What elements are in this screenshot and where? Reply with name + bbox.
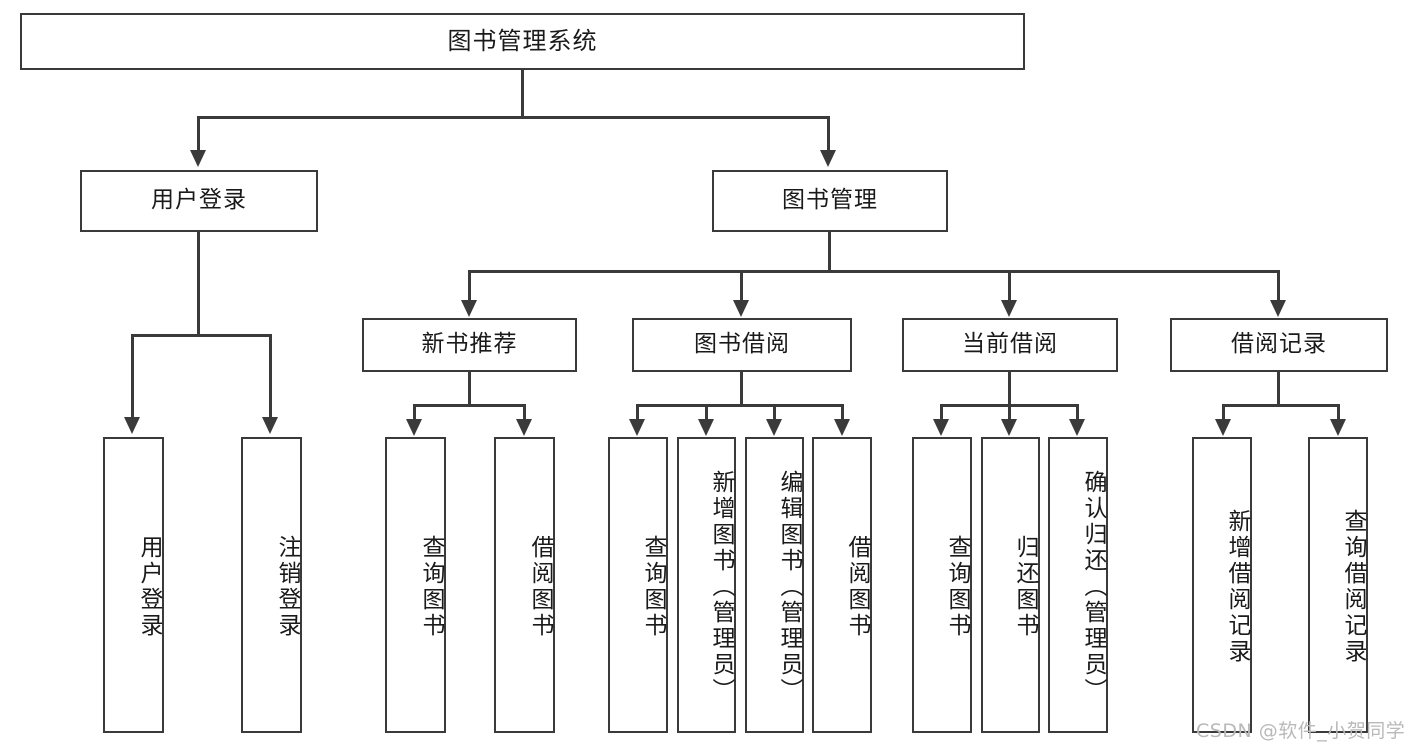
arrowhead-bb-edit	[766, 419, 782, 436]
arrowhead-book-borrow	[733, 300, 749, 317]
connector-drop-cb-query	[940, 404, 943, 422]
node-book-borrow[interactable]: 图书借阅	[632, 318, 852, 372]
arrowhead-leaf-logout	[262, 417, 278, 434]
node-borrow-record[interactable]: 借阅记录	[1170, 318, 1388, 372]
arrowhead-leaf-user-login	[124, 417, 140, 434]
arrowhead-br-query	[1330, 419, 1346, 436]
node-label: 新增图书（管理员）	[708, 470, 734, 704]
connector-book-manage-stem	[828, 232, 831, 272]
connector-drop-bb-query	[636, 404, 639, 422]
connector-drop-nb-query	[413, 404, 416, 422]
node-label: 图书管理	[782, 187, 878, 214]
connector-bb-stem	[740, 372, 743, 406]
connector-drop-leaf-user-login	[131, 334, 134, 419]
connector-drop-cb-return	[1008, 404, 1011, 422]
connector-drop-borrow-record	[1277, 270, 1280, 303]
leaf-logout[interactable]: 注销登录	[241, 437, 302, 733]
node-label: 图书管理系统	[447, 27, 598, 56]
node-label: 归还图书	[1012, 535, 1038, 639]
connector-root-stem	[521, 70, 524, 118]
arrowhead-nb-borrow	[516, 419, 532, 436]
leaf-bb-query-book[interactable]: 查询图书	[608, 437, 668, 733]
node-label: 查询图书	[418, 535, 444, 639]
node-book-management[interactable]: 图书管理	[712, 170, 948, 232]
node-root-system[interactable]: 图书管理系统	[20, 13, 1025, 70]
arrowhead-bb-borrow	[834, 419, 850, 436]
leaf-br-add-record[interactable]: 新增借阅记录	[1192, 437, 1252, 733]
arrowhead-cb-query	[933, 419, 949, 436]
connector-drop-new-book	[468, 270, 471, 303]
connector-drop-book-borrow	[740, 270, 743, 303]
connector-user-login-stem	[197, 232, 200, 336]
connector-drop-bb-borrow	[841, 404, 844, 422]
connector-drop-cb-confirm	[1076, 404, 1079, 422]
node-label: 查询图书	[944, 535, 970, 639]
leaf-nb-query-book[interactable]: 查询图书	[385, 437, 446, 733]
node-label: 用户登录	[151, 187, 247, 214]
connector-drop-bb-edit	[773, 404, 776, 422]
connector-user-login-bus	[131, 334, 269, 337]
node-label: 新书推荐	[421, 331, 518, 358]
connector-drop-current-borrow	[1008, 270, 1011, 303]
leaf-user-login[interactable]: 用户登录	[103, 437, 164, 733]
connector-drop-leaf-logout	[269, 334, 272, 419]
arrowhead-user-login	[190, 150, 206, 167]
node-label: 查询借阅记录	[1340, 509, 1366, 665]
connector-level3-bus	[468, 270, 1280, 273]
arrowhead-current-borrow	[1001, 300, 1017, 317]
connector-br-bus	[1222, 404, 1340, 407]
arrowhead-book-manage	[820, 150, 836, 167]
leaf-bb-add-book[interactable]: 新增图书（管理员）	[677, 437, 736, 733]
arrowhead-borrow-record	[1270, 300, 1286, 317]
leaf-cb-query-book[interactable]: 查询图书	[912, 437, 972, 733]
leaf-br-query-record[interactable]: 查询借阅记录	[1308, 437, 1368, 733]
connector-drop-bb-add	[705, 404, 708, 422]
node-user-login[interactable]: 用户登录	[80, 170, 318, 232]
node-label: 图书借阅	[694, 331, 790, 358]
connector-drop-book-manage	[827, 116, 830, 154]
node-label: 确认归还（管理员）	[1080, 470, 1106, 704]
node-label: 编辑图书（管理员）	[776, 470, 802, 704]
connector-level2-bus	[197, 116, 829, 119]
leaf-cb-confirm-return[interactable]: 确认归还（管理员）	[1048, 437, 1108, 733]
connector-new-book-bus	[413, 404, 526, 407]
csdn-watermark: CSDN @软件_小贺同学	[1196, 720, 1405, 742]
node-label: 查询图书	[640, 535, 666, 639]
arrowhead-bb-query	[629, 419, 645, 436]
node-current-borrow[interactable]: 当前借阅	[902, 318, 1118, 372]
connector-drop-nb-borrow	[523, 404, 526, 422]
connector-drop-br-add	[1222, 404, 1225, 422]
leaf-bb-edit-book[interactable]: 编辑图书（管理员）	[745, 437, 804, 733]
leaf-nb-borrow-book[interactable]: 借阅图书	[494, 437, 555, 733]
arrowhead-br-add	[1215, 419, 1231, 436]
connector-new-book-stem	[468, 372, 471, 406]
node-label: 借阅图书	[527, 535, 553, 639]
node-label: 新增借阅记录	[1224, 509, 1250, 665]
leaf-cb-return-book[interactable]: 归还图书	[981, 437, 1040, 733]
arrowhead-cb-return	[1001, 419, 1017, 436]
node-label: 用户登录	[136, 535, 162, 639]
connector-drop-br-query	[1337, 404, 1340, 422]
node-label: 借阅记录	[1231, 331, 1327, 358]
connector-drop-user-login	[197, 116, 200, 154]
arrowhead-bb-add	[698, 419, 714, 436]
arrowhead-nb-query	[406, 419, 422, 436]
node-new-book-recommend[interactable]: 新书推荐	[362, 318, 577, 372]
node-label: 当前借阅	[962, 331, 1058, 358]
leaf-bb-borrow-book[interactable]: 借阅图书	[812, 437, 872, 733]
connector-br-stem	[1277, 372, 1280, 406]
arrowhead-new-book	[461, 300, 477, 317]
node-label: 注销登录	[274, 535, 300, 639]
connector-bb-bus	[636, 404, 844, 407]
node-label: 借阅图书	[844, 535, 870, 639]
connector-cb-stem	[1008, 372, 1011, 406]
arrowhead-cb-confirm	[1069, 419, 1085, 436]
